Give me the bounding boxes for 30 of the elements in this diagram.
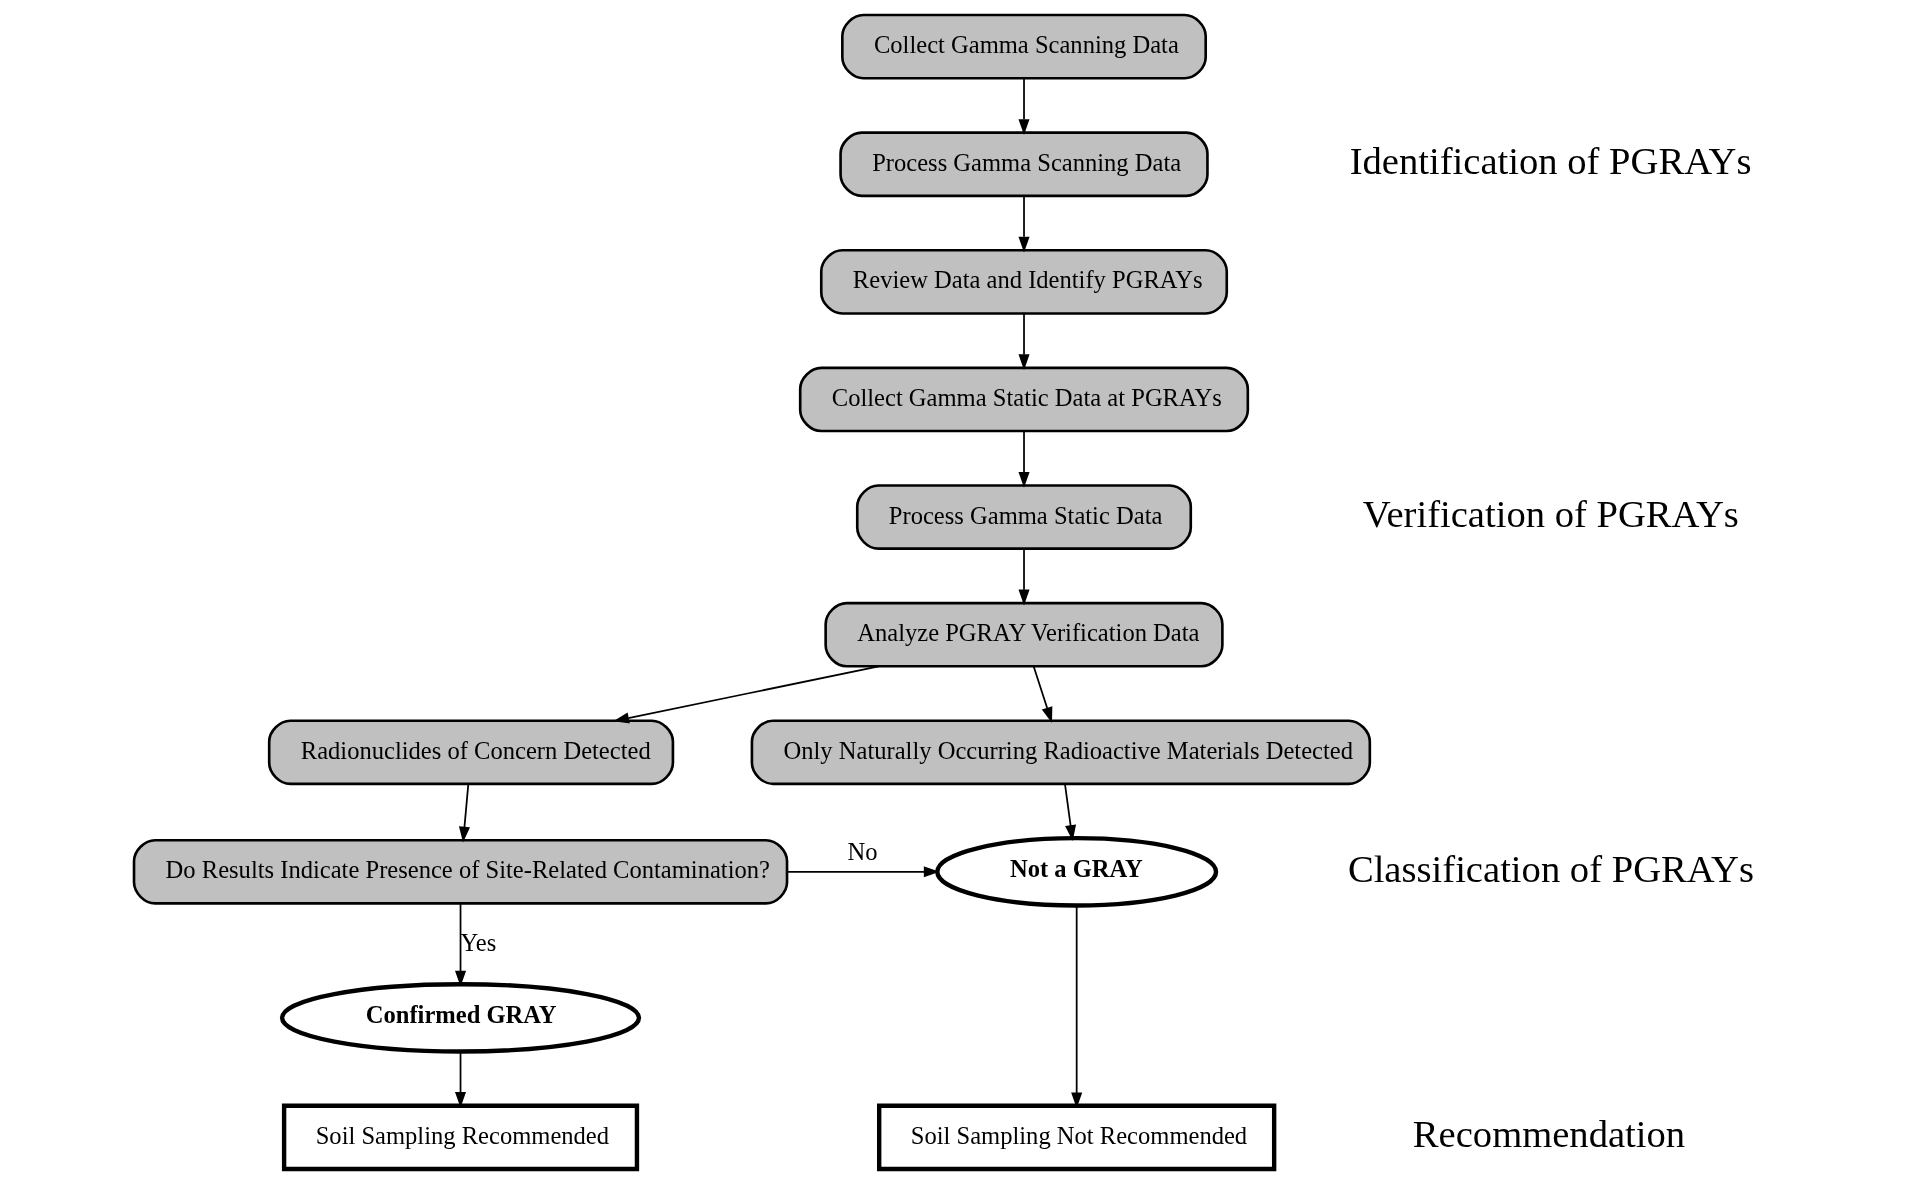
node-ellipse: Confirmed GRAY [279, 982, 642, 1054]
node-box: Radionuclides of Concern Detected [267, 719, 675, 786]
node-box: Do Results Indicate Presence of Site-Related Contamination? [132, 838, 789, 905]
arrow [458, 783, 470, 843]
label: Recommendation [1412, 1113, 1686, 1156]
arrow [613, 665, 880, 724]
arrow [455, 902, 467, 987]
arrow [1018, 195, 1030, 253]
label: Verification of PGRAYs [1362, 492, 1739, 535]
arrow [1018, 312, 1030, 371]
node-box: Collect Gamma Scanning Data [841, 13, 1207, 80]
node-box: Soil Sampling Recommended [281, 1103, 640, 1172]
arrow [1018, 77, 1030, 135]
arrow [1018, 547, 1030, 606]
node-box: Analyze PGRAY Verification Data [824, 601, 1224, 668]
label: Identification of PGRAYs [1349, 140, 1752, 183]
node-box: Collect Gamma Static Data at PGRAYs [798, 366, 1250, 433]
edge-label: Yes [460, 929, 497, 957]
node-box: Review Data and Identify PGRAYs [819, 248, 1229, 315]
node-ellipse: Not a GRAY [935, 835, 1219, 908]
arrow [786, 866, 940, 878]
arrow [1018, 430, 1030, 488]
node-box: Process Gamma Scanning Data [839, 131, 1209, 198]
node-box: Soil Sampling Not Recommended [877, 1103, 1277, 1172]
node-box: Process Gamma Static Data [855, 484, 1193, 550]
arrow [1032, 665, 1053, 723]
arrow [1064, 783, 1077, 841]
node-box: Only Naturally Occurring Radioactive Materials Detected [750, 719, 1372, 786]
edge-label: No [847, 837, 878, 865]
label: Classification of PGRAYs [1347, 847, 1755, 890]
